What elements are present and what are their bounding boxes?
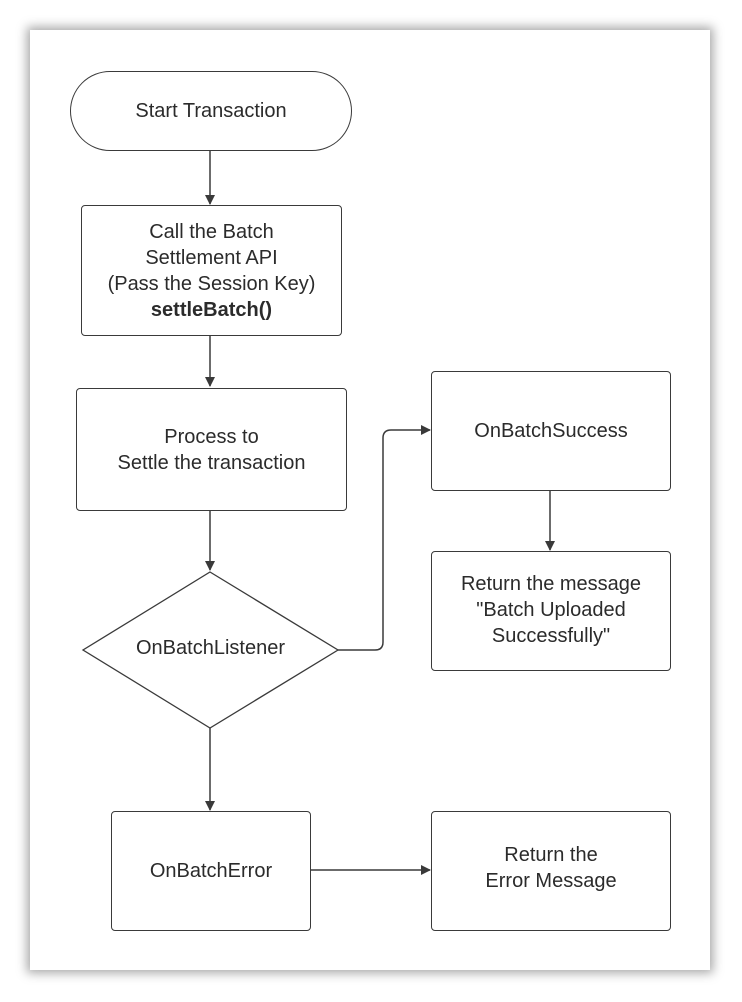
error-message-line-2: Error Message [485,870,617,892]
arrow-listener-to-success [338,425,431,651]
success-message-line-3: Successfully" [491,625,611,647]
listener-label-wrap: OnBatchListener [83,630,338,666]
error-box: OnBatchError [111,811,311,931]
success-box: OnBatchSuccess [431,371,671,491]
process-line-2: Settle the transaction [117,451,306,474]
process-line-1: Process to [164,425,259,448]
call-api-line-4: settleBatch() [150,298,273,321]
call-api-line-1: Call the Batch [149,220,274,243]
success-message-line-2: "Batch Uploaded [476,599,626,621]
call-api-line-2: Settlement API [145,246,278,269]
error-message-box: Return the Error Message [431,811,671,931]
error-message-line-1: Return the [504,844,598,866]
listener-label: OnBatchListener [136,637,285,659]
process-box: Process to Settle the transaction [76,388,347,511]
start-terminator: Start Transaction [70,71,352,151]
success-message-line-1: Return the message [460,573,642,595]
success-label: OnBatchSuccess [474,420,628,442]
call-api-line-3: (Pass the Session Key) [107,272,316,295]
start-label: Start Transaction [135,100,287,122]
success-message-box: Return the message "Batch Uploaded Succe… [431,551,671,671]
call-api-box: Call the Batch Settlement API (Pass the … [81,205,342,336]
error-label: OnBatchError [149,860,273,882]
